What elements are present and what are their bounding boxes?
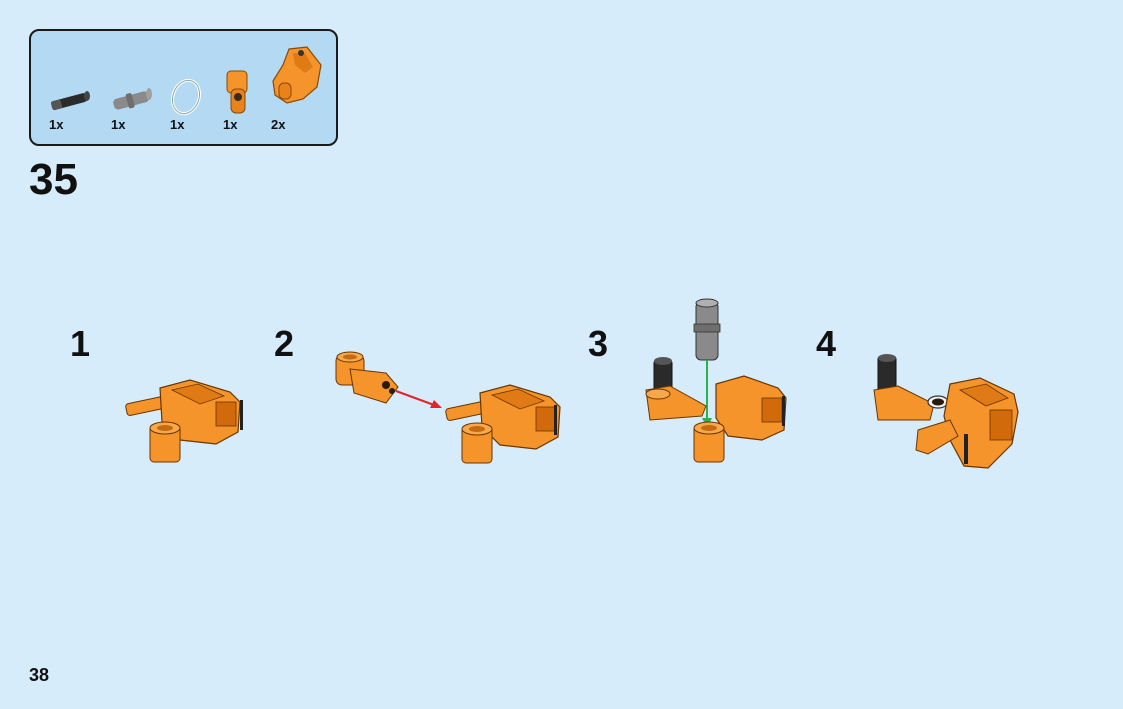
red-arrow-icon bbox=[395, 389, 435, 407]
parts-list-item: 2x bbox=[267, 43, 327, 132]
page-number: 38 bbox=[29, 665, 50, 685]
substep-4-illustration bbox=[868, 350, 1028, 480]
part-quantity: 1x bbox=[111, 117, 126, 132]
substep-3-illustration bbox=[640, 294, 800, 474]
gray-axle-pin-icon bbox=[113, 88, 152, 110]
substep-number-1: 1 bbox=[70, 323, 91, 364]
parts-list-item: 1x bbox=[168, 75, 204, 132]
substep-number-2: 2 bbox=[274, 323, 295, 364]
step-number: 35 bbox=[29, 155, 78, 204]
part-quantity: 1x bbox=[170, 117, 185, 132]
orange-connector-icon bbox=[226, 70, 248, 114]
substep-number-4: 4 bbox=[816, 323, 837, 364]
parts-list-item: 1x bbox=[47, 87, 91, 132]
substep-number-3: 3 bbox=[588, 323, 609, 364]
part-quantity: 1x bbox=[223, 117, 238, 132]
rubber-band-icon bbox=[170, 78, 202, 116]
orange-shell-piece-icon bbox=[272, 46, 322, 104]
parts-list-item: 1x bbox=[109, 83, 153, 132]
black-friction-pin-icon bbox=[51, 91, 90, 111]
part-quantity: 2x bbox=[271, 117, 286, 132]
parts-list-item: 1x bbox=[223, 69, 253, 132]
substep-2-illustration bbox=[330, 345, 570, 475]
parts-list-box: 1x 1x 1x 1x 2x bbox=[29, 29, 338, 146]
part-quantity: 1x bbox=[49, 117, 64, 132]
substep-1-illustration bbox=[120, 370, 250, 475]
